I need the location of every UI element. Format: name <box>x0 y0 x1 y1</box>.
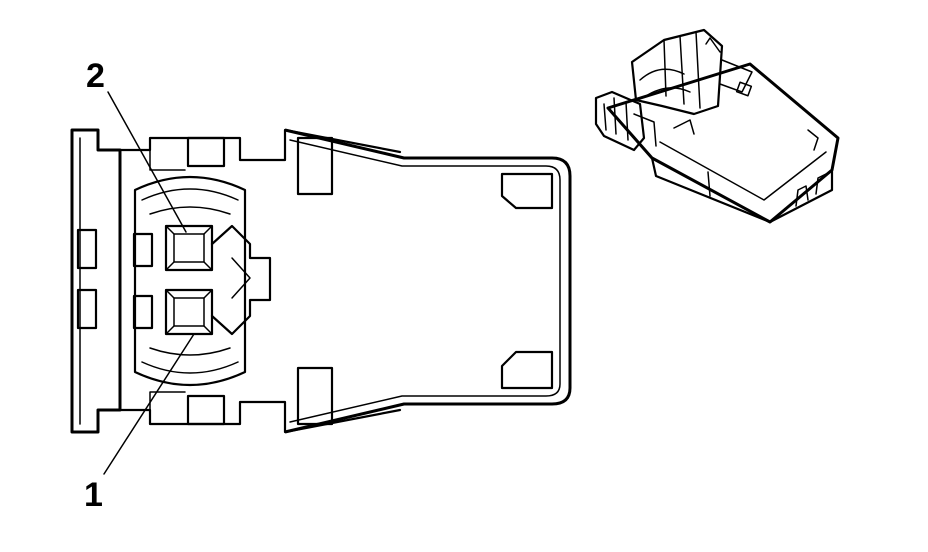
callout-2: 2 <box>86 57 105 95</box>
callout-1: 1 <box>84 476 103 514</box>
connector-front-view <box>70 128 572 434</box>
leader-line-1 <box>103 333 195 475</box>
leader-line-2 <box>107 91 187 233</box>
connector-isometric-view <box>594 28 840 224</box>
